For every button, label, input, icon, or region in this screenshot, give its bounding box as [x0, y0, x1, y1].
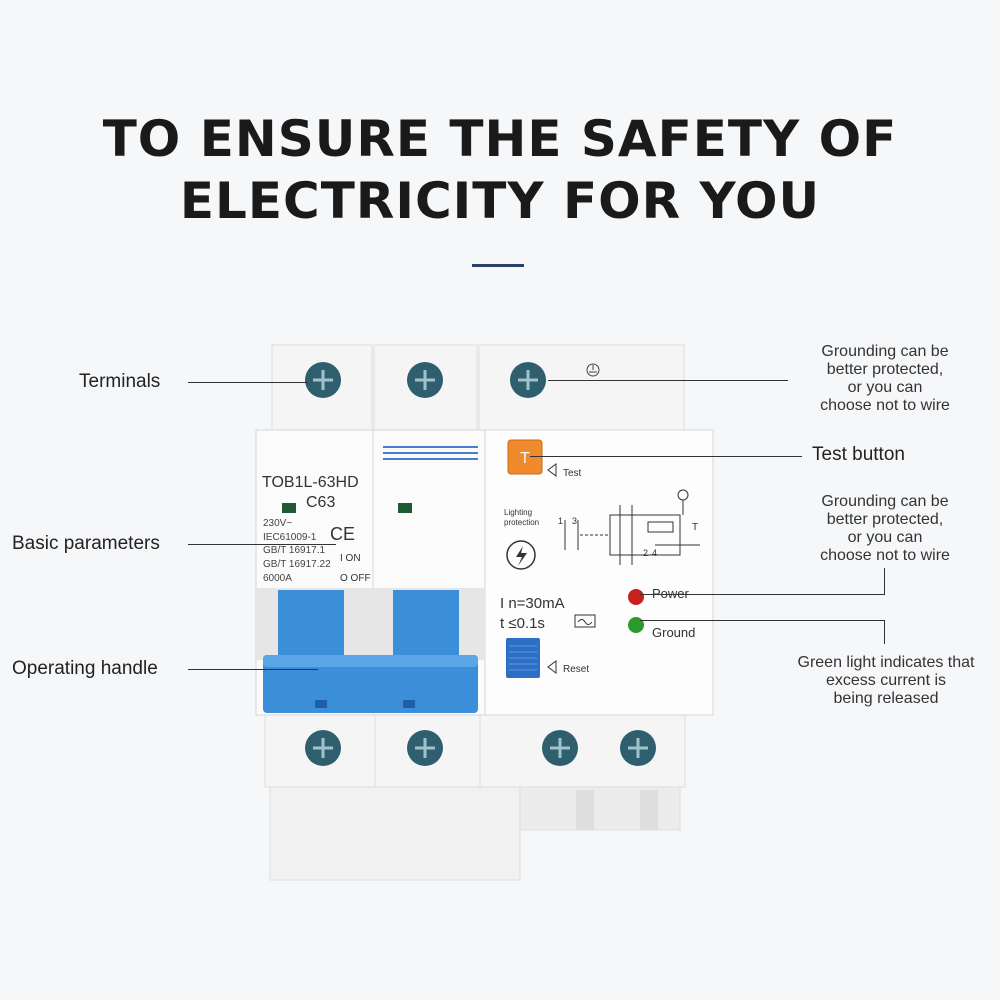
- callout-line: [884, 568, 885, 594]
- callout-line: [640, 594, 885, 595]
- on-label: I ON: [340, 553, 361, 564]
- diagram-number: 2: [643, 548, 648, 558]
- callout-test-button: Test button: [812, 444, 905, 465]
- off-label: O OFF: [340, 573, 371, 584]
- callout-terminals: Terminals: [79, 371, 161, 392]
- lighting-label: Lighting: [504, 508, 532, 517]
- device-rating: C63: [306, 494, 335, 511]
- callout-line: [548, 380, 788, 381]
- spec-line: GB/T 16917.1: [263, 545, 326, 556]
- callout-grounding-top: Grounding can be better protected, or yo…: [820, 343, 950, 414]
- reset-label: Reset: [563, 664, 589, 675]
- diagram-number: T: [692, 522, 698, 533]
- callout-line: [188, 382, 308, 383]
- diagram-number: 3: [572, 516, 577, 526]
- current-spec: I n=30mA: [500, 595, 565, 612]
- device-model: TOB1L-63HD: [262, 474, 359, 491]
- spec-line: 230V~: [263, 518, 292, 529]
- headline-line-1: TO ENSURE THE SAFETY OF: [102, 110, 898, 168]
- test-label: Test: [563, 468, 582, 479]
- ce-mark: CE: [330, 524, 355, 544]
- callout-operating-handle: Operating handle: [12, 658, 158, 679]
- diagram-number: 1: [558, 516, 563, 526]
- callout-line: [530, 456, 802, 457]
- spec-line: 6000A: [263, 573, 292, 584]
- ground-led: [628, 617, 644, 633]
- diagram-number: 4: [652, 548, 657, 558]
- callout-line: [884, 620, 885, 644]
- title-divider: [472, 264, 524, 267]
- callout-line: [640, 620, 885, 621]
- spec-line: IEC61009-1: [263, 532, 317, 543]
- power-label: Power: [652, 586, 690, 601]
- test-button: [507, 439, 543, 475]
- power-led: [628, 589, 644, 605]
- lighting-label: protection: [504, 518, 539, 527]
- ground-label: Ground: [652, 625, 695, 640]
- callout-line: [188, 669, 318, 670]
- test-cap-letter: T: [520, 450, 530, 467]
- callout-line: [188, 544, 336, 545]
- callout-green-light: Green light indicates that excess curren…: [797, 654, 975, 707]
- spec-line: GB/T 16917.22: [263, 559, 331, 570]
- time-spec: t ≤0.1s: [500, 615, 545, 632]
- callout-basic-parameters: Basic parameters: [12, 533, 160, 554]
- headline-line-2: ELECTRICITY FOR YOU: [179, 172, 821, 230]
- callout-grounding-mid: Grounding can be better protected, or yo…: [820, 493, 950, 564]
